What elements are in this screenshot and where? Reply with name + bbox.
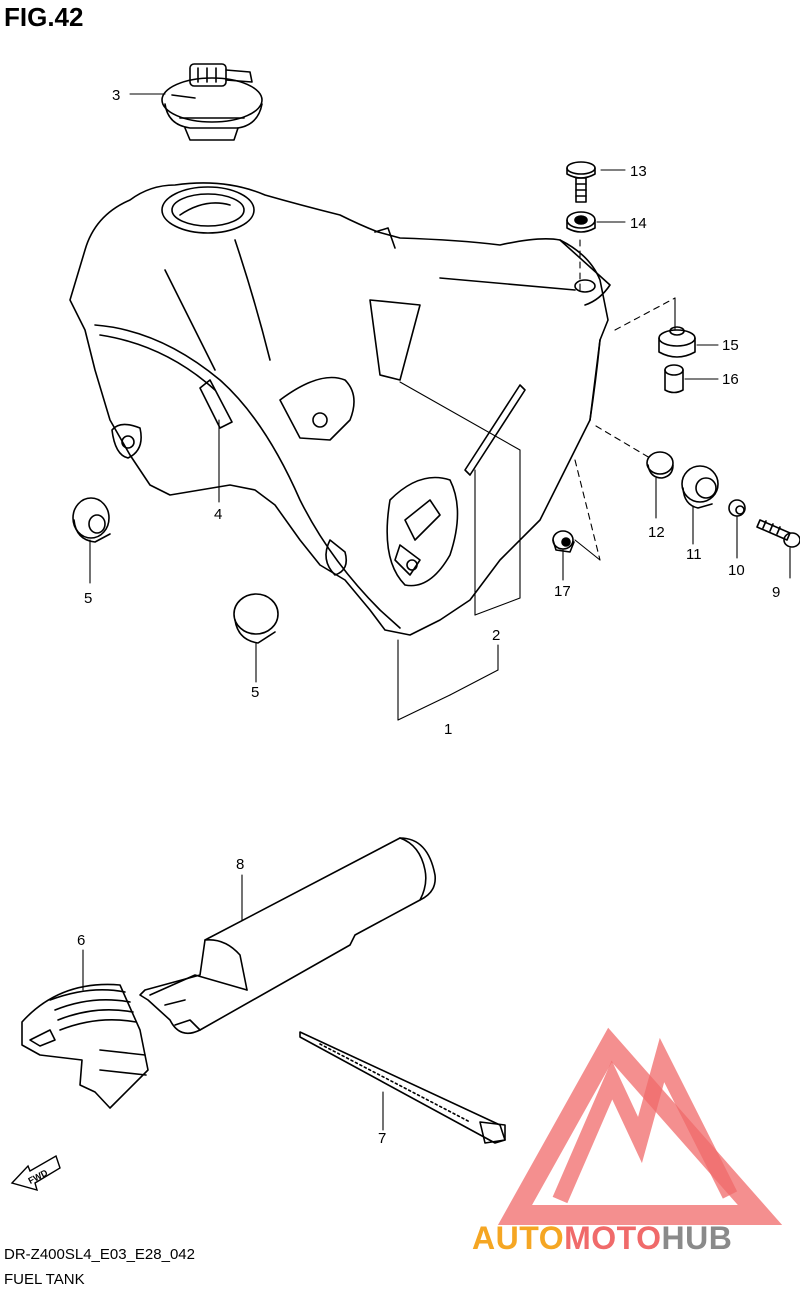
collar-part-16 [664,364,684,394]
callout-8: 8 [236,856,244,873]
callout-2: 2 [492,627,500,644]
callout-numbers: 3 13 14 15 16 12 11 10 9 17 5 5 4 2 1 8 … [77,87,780,1147]
bolt-part-13 [566,161,596,203]
model-code-caption: DR-Z400SL4_E03_E28_042 [4,1246,195,1263]
clamp-part-6 [21,983,149,1109]
callout-15: 15 [722,337,739,354]
callout-6: 6 [77,932,85,949]
callout-1: 1 [444,721,452,738]
logo-part-moto: MOTO [564,1220,661,1256]
nut-part-17 [552,530,575,553]
assembly-name-caption: FUEL TANK [4,1271,85,1288]
callout-13: 13 [630,163,647,180]
callout-12: 12 [648,524,665,541]
callout-5-upper: 5 [84,590,92,607]
collar-part-10 [728,499,746,517]
fuel-tank-part [69,182,611,636]
fuel-cap-part [161,63,263,141]
damper-part-5-upper [72,497,111,543]
washer-part-14 [566,211,596,233]
leader-lines [82,93,791,1131]
forward-arrow-icon: FWD [10,1154,61,1192]
callout-14: 14 [630,215,647,232]
callout-5-lower: 5 [251,684,259,701]
grommet-part-15 [658,326,696,358]
callout-17: 17 [554,583,571,600]
logo-part-auto: AUTO [472,1220,564,1256]
cable-tie-part-7 [299,1031,506,1144]
callout-16: 16 [722,371,739,388]
callout-9: 9 [772,584,780,601]
protector-part-8 [139,837,437,1035]
figure-title: FIG.42 [4,2,84,32]
automotohub-logo: AUTOMOTOHUB [472,1027,783,1256]
callout-3: 3 [112,87,120,104]
callout-4: 4 [214,506,222,523]
callout-11: 11 [686,546,702,563]
callout-7: 7 [378,1130,386,1147]
damper-part-5-lower [233,593,279,644]
cushion-part-11 [681,465,719,509]
callout-10: 10 [728,562,745,579]
bolt-part-9 [756,519,800,548]
logo-part-hub: HUB [661,1220,732,1256]
cushion-part-12 [646,451,674,479]
svg-text:AUTOMOTOHUB: AUTOMOTOHUB [472,1220,732,1256]
